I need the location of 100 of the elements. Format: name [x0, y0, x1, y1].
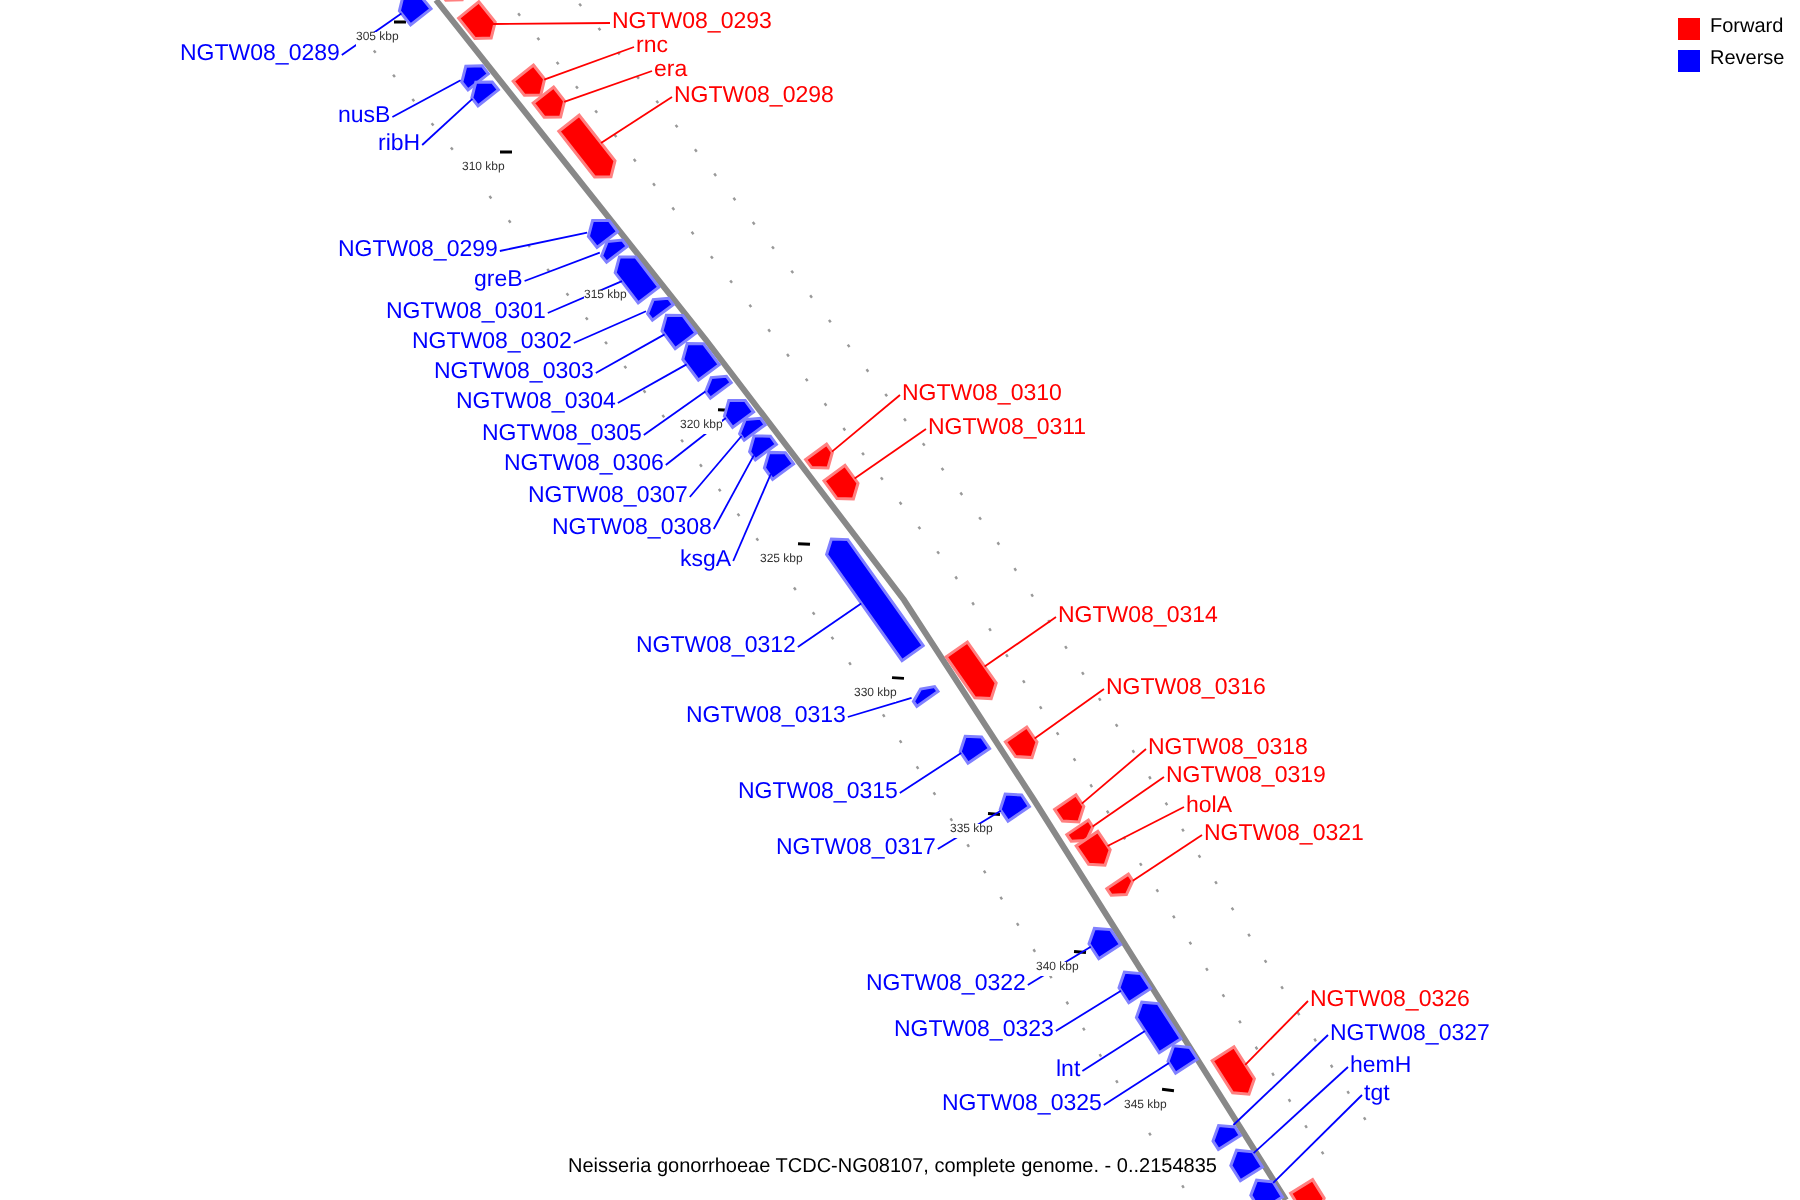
- gene-block: [737, 416, 768, 443]
- leader-line: [983, 616, 1057, 668]
- gene-label: NGTW08_0313: [686, 704, 846, 730]
- leader-line: [543, 46, 635, 81]
- gene-label: NGTW08_0293: [612, 10, 772, 36]
- leader-line: [523, 251, 601, 282]
- leader-line: [563, 70, 653, 103]
- gene-block: [1064, 817, 1095, 843]
- gene-block: [681, 342, 722, 383]
- gene-block: [397, 0, 434, 28]
- gene-label: hemH: [1350, 1054, 1412, 1080]
- gene-label: NGTW08_0299: [338, 238, 498, 264]
- gene-block: [1117, 970, 1153, 1005]
- gene-block: [821, 463, 860, 501]
- gene-label: NGTW08_0308: [552, 516, 712, 542]
- gene-label: NGTW08_0321: [1204, 822, 1364, 848]
- gene-label: NGTW08_0319: [1166, 764, 1326, 790]
- leader-line: [831, 394, 901, 453]
- leader-line: [616, 363, 688, 404]
- gene-label: NGTW08_0310: [902, 382, 1062, 408]
- leader-line: [421, 97, 474, 146]
- gene-label: holA: [1186, 794, 1233, 820]
- gene-label: NGTW08_0306: [504, 452, 664, 478]
- gene-label: era: [654, 58, 688, 84]
- gene-block: [803, 442, 835, 470]
- gene-label: tgt: [1364, 1082, 1390, 1108]
- gene-label: NGTW08_0302: [412, 330, 572, 356]
- gene-block: [944, 639, 998, 701]
- gene-block: [1166, 1044, 1200, 1076]
- gene-block: [1211, 1124, 1243, 1152]
- gene-block: [762, 450, 796, 482]
- gene-label: NGTW08_0322: [866, 972, 1026, 998]
- gene-block: [1087, 926, 1123, 961]
- gene-block: [586, 218, 620, 250]
- gene-block: [599, 238, 630, 265]
- leader-line: [1131, 834, 1203, 882]
- gene-label: NGTW08_0305: [482, 422, 642, 448]
- gene-label: NGTW08_0304: [456, 390, 616, 416]
- gene-block: [1134, 1000, 1184, 1055]
- gene-block: [456, 0, 497, 40]
- gene-block: [1249, 1178, 1285, 1200]
- gene-label: NGTW08_0323: [894, 1018, 1054, 1044]
- leader-line: [1232, 1034, 1329, 1126]
- leader-line: [1054, 989, 1122, 1032]
- gene-block: [1074, 829, 1112, 867]
- gene-label: NGTW08_0314: [1058, 604, 1218, 630]
- gene-label: NGTW08_0298: [674, 84, 834, 110]
- gene-label: NGTW08_0325: [942, 1092, 1102, 1118]
- leader-line: [688, 435, 743, 498]
- gene-label: NGTW08_0301: [386, 300, 546, 326]
- gene-block: [660, 313, 699, 351]
- gene-block: [470, 80, 501, 109]
- leader-line: [498, 231, 589, 252]
- gene-label: ksgA: [680, 548, 732, 574]
- leader-line: [600, 96, 673, 144]
- gene-block: [531, 84, 567, 119]
- gene-label: NGTW08_0316: [1106, 676, 1266, 702]
- leader-line: [492, 22, 611, 25]
- gene-label: NGTW08_0303: [434, 360, 594, 386]
- leader-line: [1033, 688, 1105, 740]
- gene-block: [1104, 872, 1135, 897]
- gene-label: greB: [474, 268, 523, 294]
- leader-line: [1081, 1030, 1146, 1072]
- leader-line: [898, 752, 963, 794]
- gene-label: NGTW08_0318: [1148, 736, 1308, 762]
- gene-block: [1229, 1148, 1265, 1183]
- gene-block: [722, 398, 756, 430]
- gene-block: [460, 64, 491, 93]
- leader-line: [572, 310, 647, 344]
- legend-label: Forward: [1710, 16, 1784, 40]
- leader-line: [1080, 748, 1147, 805]
- gene-block: [556, 113, 617, 179]
- leader-line: [594, 333, 666, 374]
- gene-label: NGTW08_0317: [776, 836, 936, 862]
- leader-line: [1106, 806, 1185, 847]
- gene-block: [958, 734, 992, 766]
- leader-line: [391, 79, 462, 118]
- leader-line: [1252, 1066, 1349, 1155]
- gene-label: ribH: [378, 132, 421, 158]
- gene-block: [511, 62, 547, 97]
- gene-block: [747, 434, 779, 462]
- gene-block: [998, 792, 1032, 824]
- caption: Neisseria gonorrhoeae TCDC-NG08107, complete genome. - 0..2154835: [568, 1156, 1217, 1180]
- gene-block: [1003, 724, 1039, 760]
- gene-label: NGTW08_0311: [928, 416, 1087, 442]
- gene-label: rnc: [636, 34, 668, 60]
- leader-line: [796, 602, 863, 648]
- gene-block: [824, 537, 926, 663]
- leader-line: [1102, 1062, 1170, 1106]
- gene-label: NGTW08_0315: [738, 780, 898, 806]
- gene-label: nusB: [338, 104, 391, 130]
- gene-block: [1052, 792, 1086, 824]
- gene-block: [645, 296, 676, 323]
- leader-line: [642, 390, 707, 436]
- legend-label: Reverse: [1710, 48, 1785, 72]
- gene-label: NGTW08_0326: [1310, 988, 1470, 1014]
- leader-line: [732, 473, 772, 562]
- gene-label: NGTW08_0307: [528, 484, 688, 510]
- gene-label: NGTW08_0327: [1330, 1022, 1490, 1048]
- leader-line: [1091, 776, 1165, 828]
